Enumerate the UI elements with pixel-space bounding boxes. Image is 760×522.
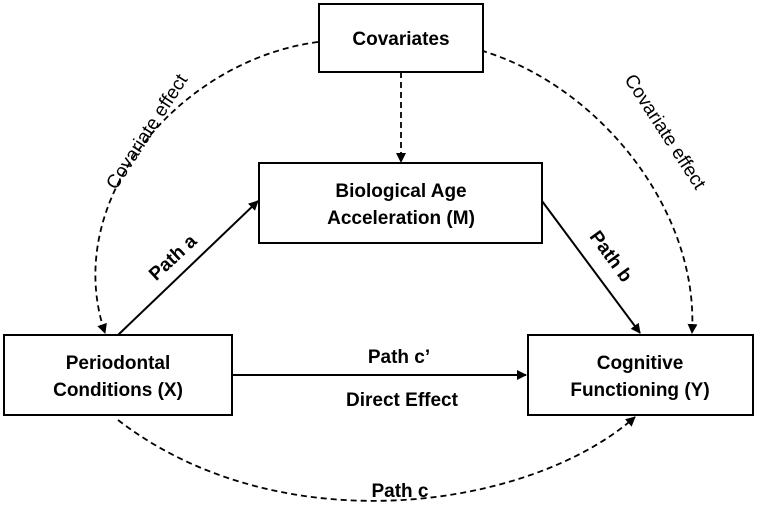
path-c-prime-label: Path c’ <box>368 347 430 368</box>
covariate-effect-left-label: Covariate effect <box>102 70 192 193</box>
covariate-right-curve <box>441 41 698 334</box>
mediator-label-line2: Acceleration (M) <box>327 208 475 229</box>
exposure-label-line1: Periodontal <box>66 353 171 374</box>
covariates-box: Covariates <box>318 3 484 73</box>
path-a-arrow <box>117 200 259 336</box>
direct-effect-label: Direct Effect <box>346 390 459 411</box>
outcome-label-line2: Functioning (Y) <box>570 380 709 401</box>
path-b-arrow <box>541 200 641 334</box>
covariate-left-curve <box>94 41 319 334</box>
covariate-effect-right-label: Covariate effect <box>620 71 710 194</box>
outcome-label-line1: Cognitive <box>597 353 684 374</box>
mediator-box: Biological Age Acceleration (M) <box>258 162 543 244</box>
outcome-box: Cognitive Functioning (Y) <box>527 334 754 416</box>
mediator-label-line1: Biological Age <box>335 181 466 202</box>
covariates-label: Covariates <box>352 29 449 50</box>
path-a-label: Path a <box>145 231 201 286</box>
exposure-label-line2: Conditions (X) <box>53 380 183 401</box>
path-c-label: Path c <box>371 481 428 502</box>
path-c-curve <box>117 416 636 502</box>
path-b-label: Path b <box>585 227 636 286</box>
exposure-box: Periodontal Conditions (X) <box>3 334 233 416</box>
